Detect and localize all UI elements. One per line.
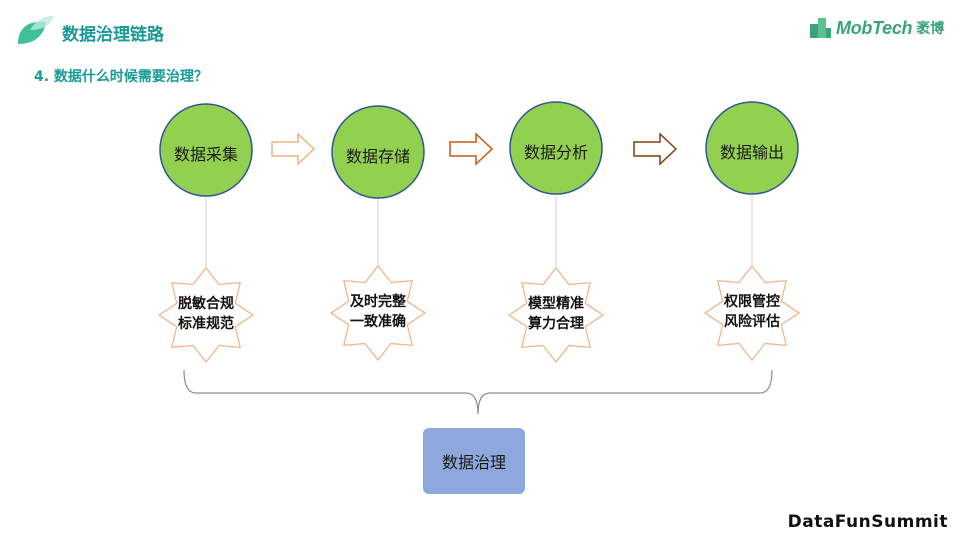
goal-label-store: 及时完整 一致准确	[333, 292, 423, 332]
grouping-brace	[183, 369, 773, 415]
brand-name-cn: 袤博	[916, 21, 945, 37]
goal-line: 脱敏合规	[178, 296, 234, 312]
stage-label-store: 数据存储	[345, 147, 410, 166]
stage-label-collect: 数据采集	[173, 145, 238, 164]
goal-star-icon	[703, 265, 801, 361]
brand-name: MobTech	[836, 17, 913, 38]
stage-label-analyze: 数据分析	[523, 143, 588, 162]
goal-line: 及时完整	[350, 294, 406, 310]
goal-label-collect: 脱敏合规 标准规范	[161, 294, 251, 334]
mobtech-logo-icon	[810, 18, 831, 38]
goal-label-output: 权限管控 风险评估	[707, 292, 797, 332]
section-subtitle: 4. 数据什么时候需要治理？	[34, 69, 208, 85]
stage-label-output: 数据输出	[719, 143, 784, 162]
goal-line: 权限管控	[724, 294, 780, 310]
stage-circle-analyze	[509, 101, 603, 195]
brand-logo: MobTech 袤博	[808, 14, 944, 42]
goal-label-analyze: 模型精准 算力合理	[511, 294, 601, 334]
governance-label: 数据治理	[441, 453, 506, 472]
arrow-right-icon	[633, 132, 678, 166]
goal-star-icon	[157, 267, 255, 363]
arrow-right-icon	[271, 132, 316, 166]
goal-line: 标准规范	[178, 316, 234, 332]
arrow-right-icon	[449, 132, 494, 166]
goal-line: 模型精准	[528, 296, 584, 312]
goal-line: 风险评估	[724, 314, 780, 330]
leaf-logo-icon	[18, 16, 54, 44]
stage-circle-output	[705, 101, 799, 195]
page-title: 数据治理链路	[62, 25, 164, 45]
governance-box: 数据治理	[423, 428, 525, 494]
stage-circle-collect	[159, 103, 253, 197]
footer-brand: DataFunSummit	[787, 512, 948, 532]
goal-star-icon	[329, 265, 427, 361]
goal-star-icon	[507, 267, 605, 363]
goal-line: 一致准确	[350, 314, 406, 330]
stage-circle-store	[331, 105, 425, 199]
goal-line: 算力合理	[528, 316, 584, 332]
